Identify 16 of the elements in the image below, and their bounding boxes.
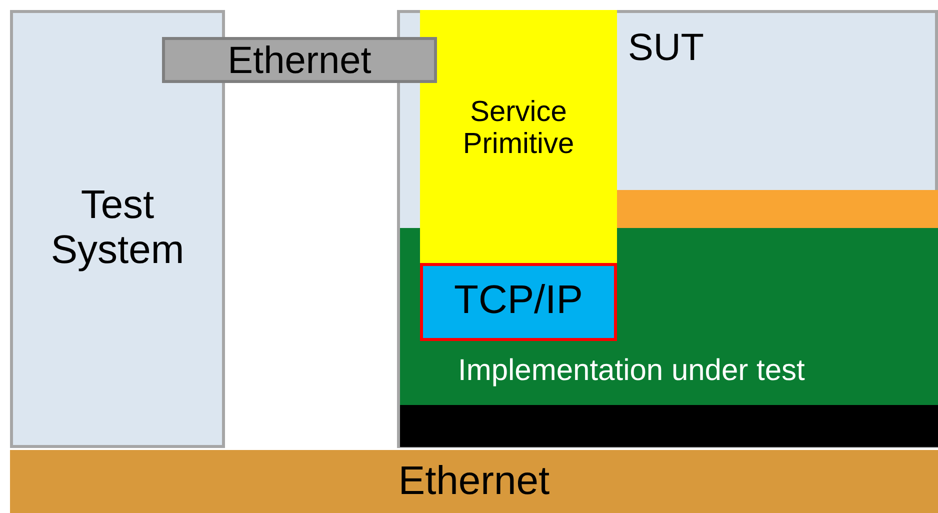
ethernet-bar <box>10 450 938 513</box>
ethernet-box <box>162 37 437 83</box>
node-label: Ethernet <box>398 459 550 504</box>
sut-box <box>397 10 938 448</box>
test-system-box <box>10 10 225 448</box>
node-label: Ethernet <box>228 40 372 83</box>
tcp-ip-box <box>420 263 617 341</box>
layer-bar <box>617 190 938 228</box>
node-label: SUT <box>628 27 704 70</box>
node-label: TCP/IP <box>454 278 583 323</box>
service-primitive-box <box>420 10 617 263</box>
layer-bar <box>400 405 938 447</box>
node-label: Implementation under test <box>458 354 805 388</box>
node-label: Service Primitive <box>462 96 576 161</box>
node-label: Test System <box>50 183 186 273</box>
implementation-layer <box>400 228 938 405</box>
